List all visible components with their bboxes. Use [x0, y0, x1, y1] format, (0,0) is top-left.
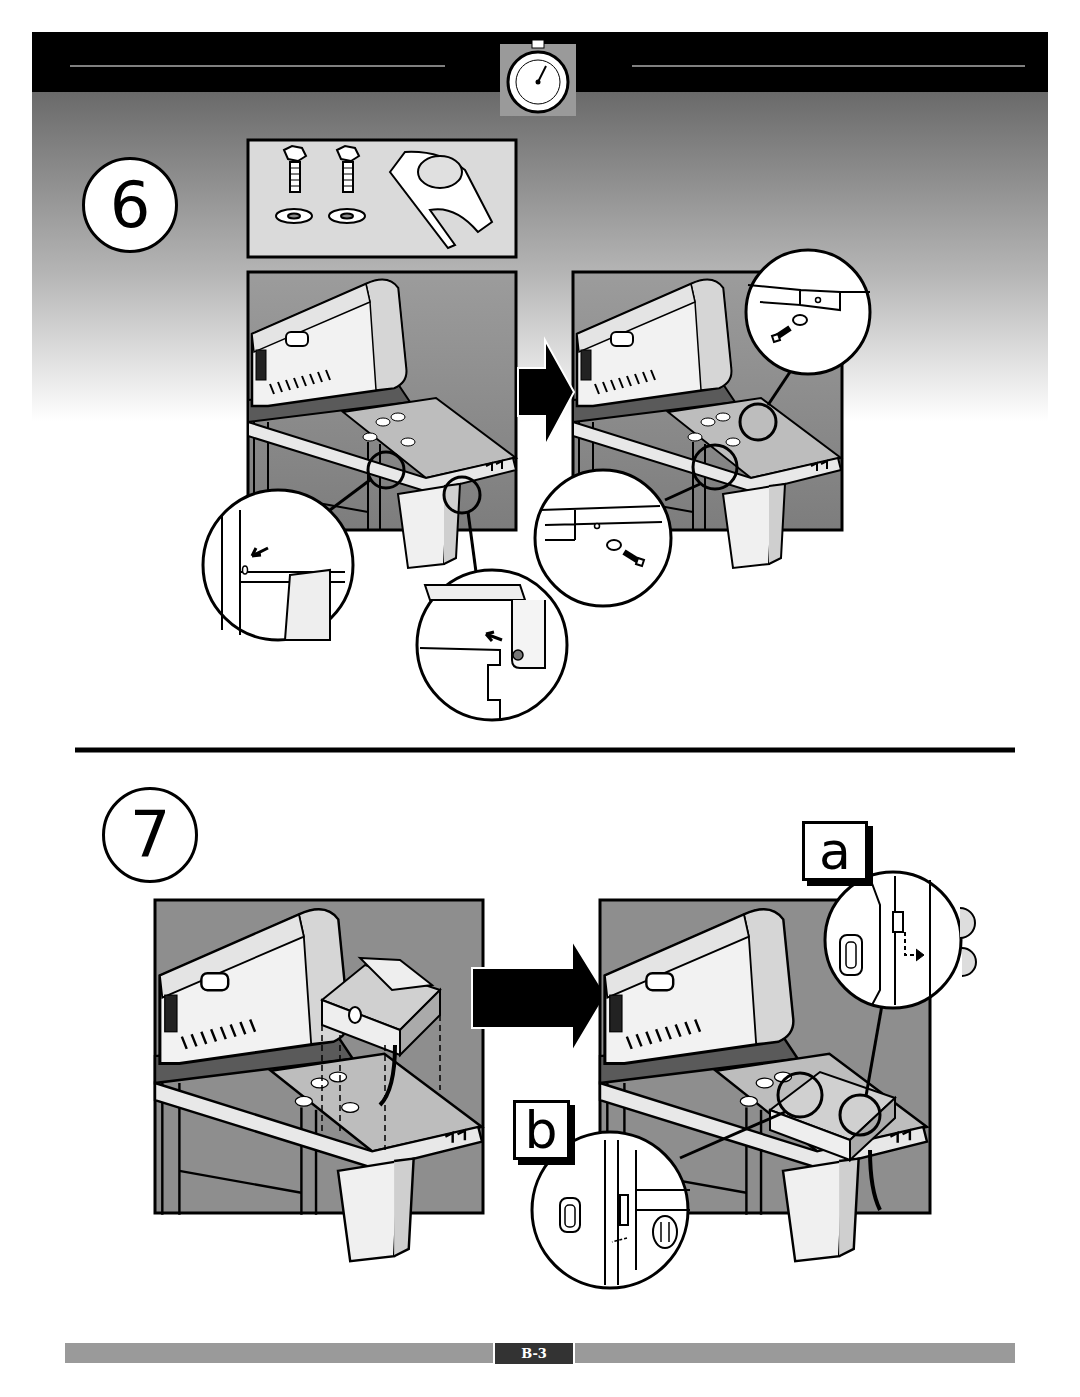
label-text: 6	[110, 173, 151, 237]
side-burner	[322, 958, 440, 1150]
step-number: 6	[82, 157, 178, 253]
step-number: 7	[102, 787, 198, 883]
page-number: B-3	[495, 1343, 573, 1364]
label-text: a	[819, 825, 851, 877]
label-text: 7	[130, 803, 171, 867]
hardware	[276, 146, 492, 248]
sub-step-letter: b	[513, 1100, 570, 1160]
sub-step-letter: a	[802, 821, 868, 881]
label-text: b	[524, 1104, 557, 1156]
label-text: B-3	[521, 1347, 547, 1360]
stopwatch-icon	[500, 40, 576, 116]
